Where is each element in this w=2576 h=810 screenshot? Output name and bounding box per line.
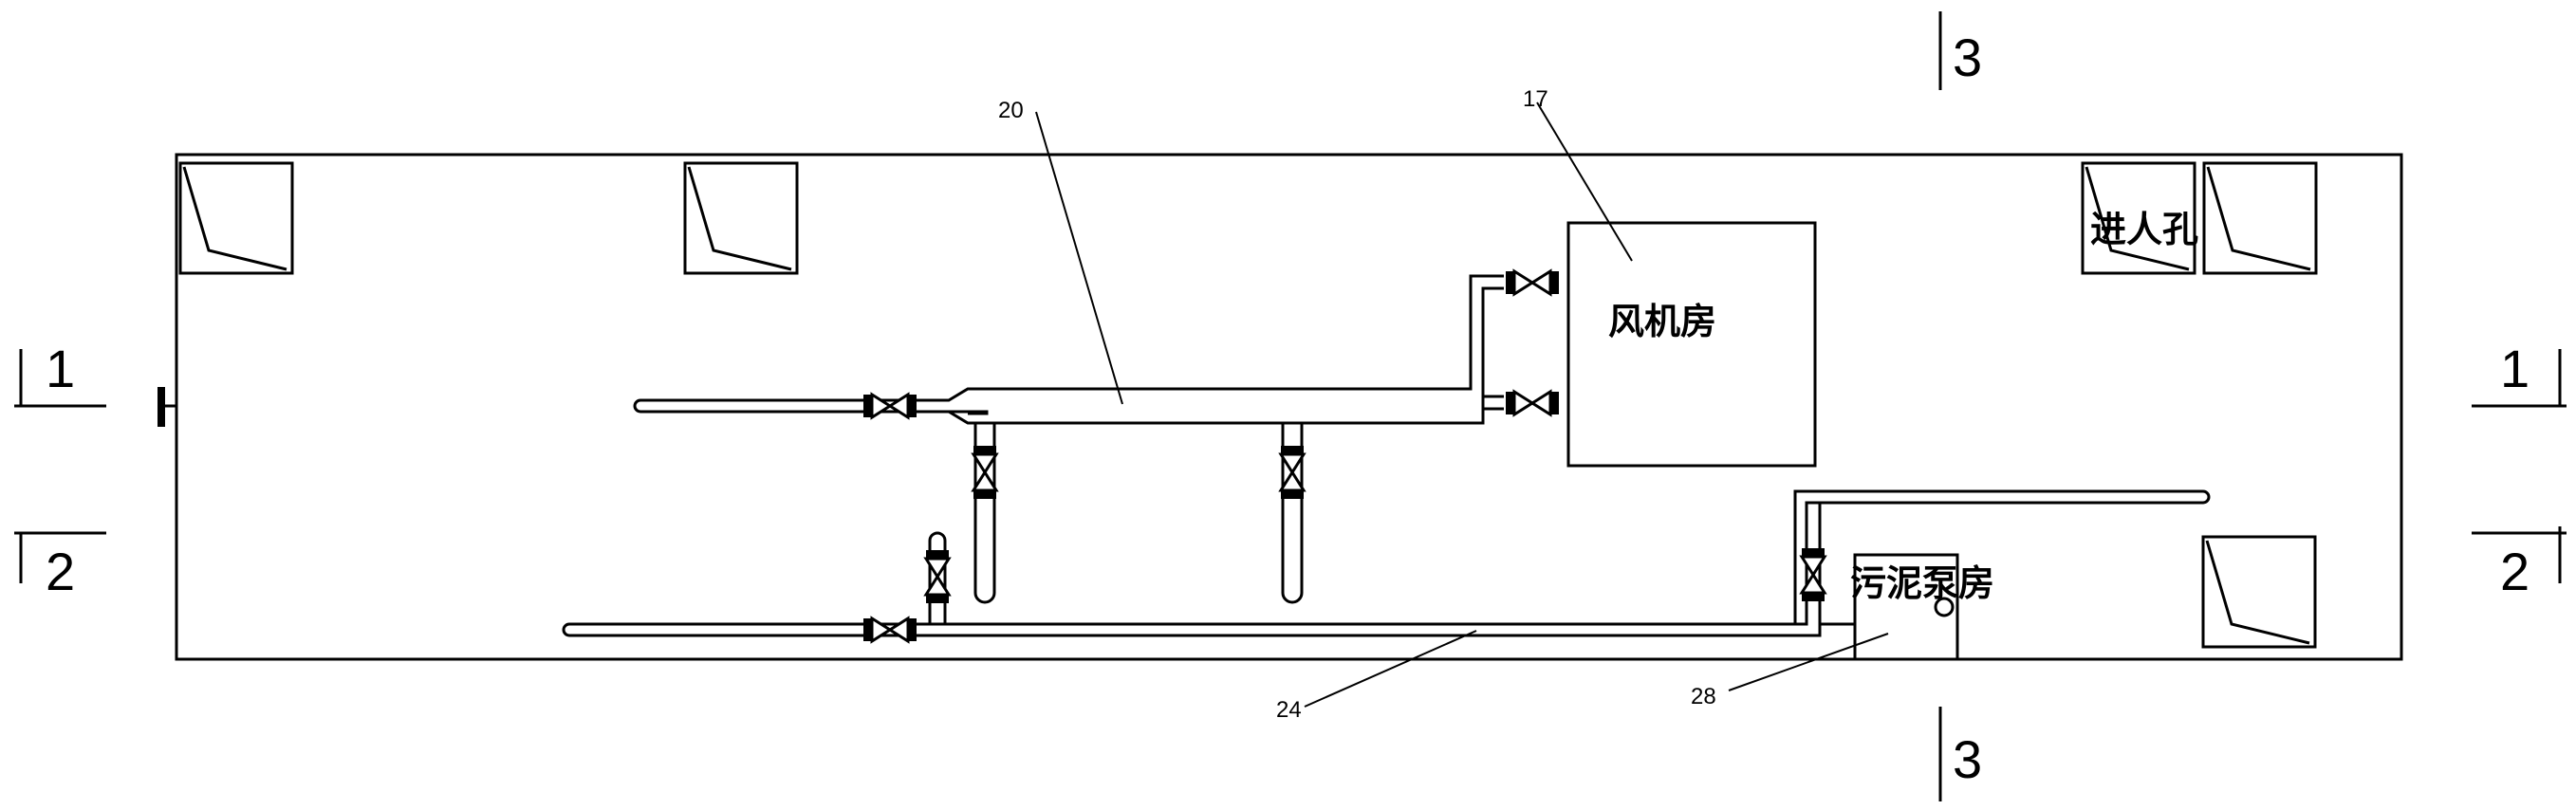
diffuser-box-4 bbox=[2202, 161, 2318, 275]
callout-24: 24 bbox=[1276, 697, 1302, 723]
callout-28: 28 bbox=[1691, 684, 1716, 709]
valve-sludge-line bbox=[862, 617, 918, 643]
blower-room-label: 风机房 bbox=[1608, 301, 1716, 342]
blower-room bbox=[1566, 221, 1817, 468]
section-mark-bottom-3: 3 bbox=[1953, 729, 1982, 789]
section-mark-left-1: 1 bbox=[46, 339, 75, 398]
section-mark-left-2: 2 bbox=[46, 542, 75, 601]
callout-leaders bbox=[1035, 101, 1889, 708]
inlet-nozzle bbox=[158, 387, 176, 427]
sludge-pump-room-label: 污泥泵房 bbox=[1850, 562, 1994, 604]
diffuser-box-2 bbox=[683, 161, 799, 275]
callout-20: 20 bbox=[998, 98, 1024, 123]
section-mark-top-3: 3 bbox=[1953, 28, 1982, 87]
valve-blower-lower bbox=[1504, 390, 1561, 416]
section-marks bbox=[14, 11, 2567, 801]
diffuser-box-5 bbox=[2201, 535, 2317, 649]
section-mark-right-2: 2 bbox=[2500, 542, 2530, 601]
valve-drop-leg-1 bbox=[972, 444, 998, 501]
sludge-pipe-network bbox=[562, 489, 2211, 637]
valve-blower-upper bbox=[1504, 269, 1561, 296]
valve-header-main bbox=[862, 393, 918, 419]
section-mark-right-1: 1 bbox=[2500, 339, 2530, 398]
air-pipe-network bbox=[633, 274, 1504, 604]
tank-outline bbox=[175, 153, 2403, 661]
manhole-label: 进人孔 bbox=[2090, 209, 2198, 250]
sludge-pump bbox=[1934, 597, 1955, 617]
valve-drop-leg-2 bbox=[1279, 444, 1306, 501]
diffuser-box-1 bbox=[178, 161, 294, 275]
callout-17: 17 bbox=[1523, 86, 1548, 112]
